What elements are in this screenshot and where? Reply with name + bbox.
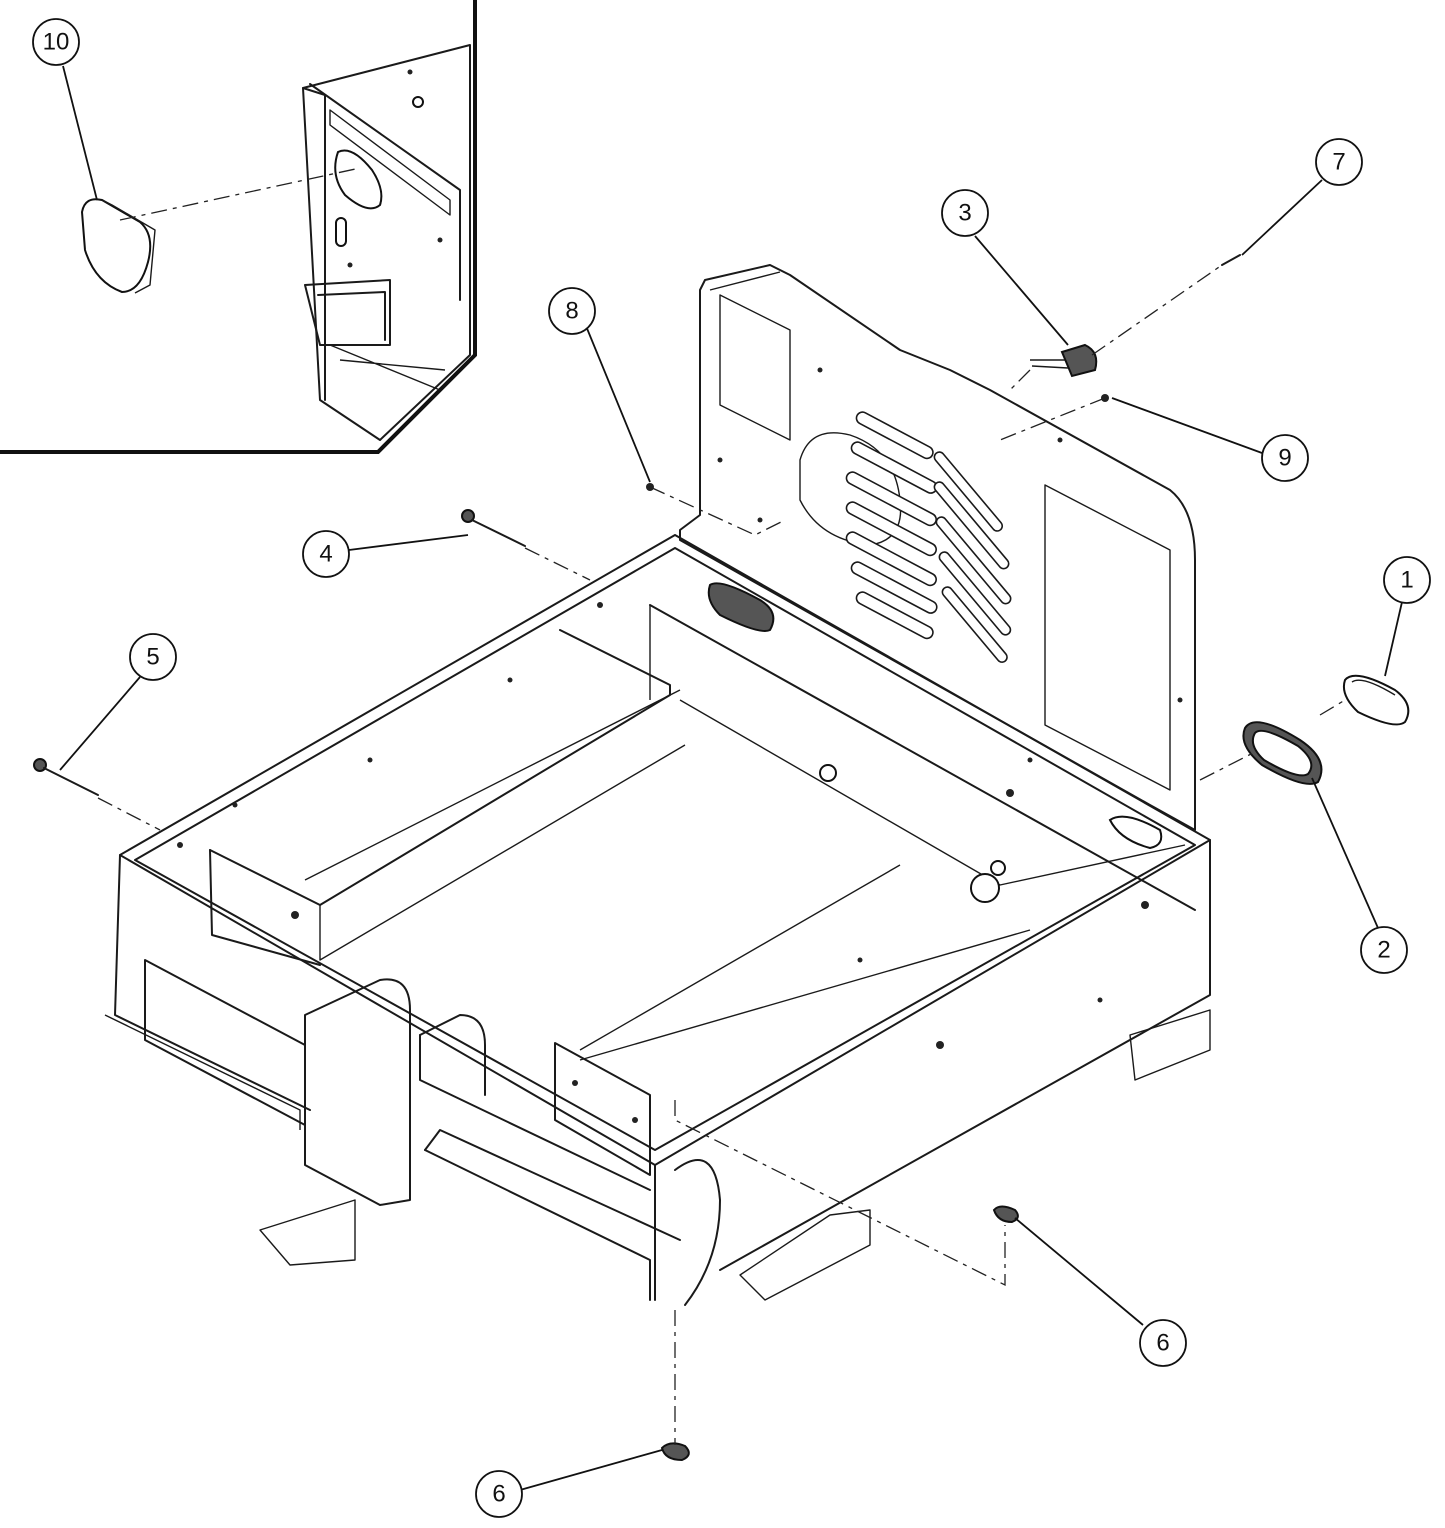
part-1-cover [1342,674,1410,726]
callout-1: 1 [1383,556,1431,604]
leader-lines [59,65,1403,1491]
part-3-sensor [1030,343,1098,378]
rear-panel [679,264,1196,831]
callout-3-label: 3 [958,200,971,227]
louver-slots [845,411,1012,663]
callout-6b-label: 6 [492,1481,505,1508]
callout-10: 10 [32,18,80,66]
callout-5: 5 [129,633,177,681]
callout-1-label: 1 [1400,567,1413,594]
callout-7-label: 7 [1332,149,1345,176]
callout-7: 7 [1315,138,1363,186]
callout-8-label: 8 [565,298,578,325]
callout-6b: 6 [475,1470,523,1518]
callout-2: 2 [1360,926,1408,974]
callout-6a: 6 [1139,1319,1187,1367]
part-6-grommet-a [992,1205,1019,1224]
callout-2-label: 2 [1377,937,1390,964]
callout-4: 4 [302,530,350,578]
base-frame [104,534,1211,1306]
callout-5-label: 5 [146,644,159,671]
part-4-bolt [461,509,526,547]
callout-8: 8 [548,287,596,335]
inset-detail-view [0,0,477,454]
callout-9-label: 9 [1278,445,1291,472]
callout-3: 3 [941,189,989,237]
callout-4-label: 4 [319,541,332,568]
part-2-grommet [1242,721,1323,785]
part-7-screw [1221,254,1241,266]
part-6-grommet-b [660,1442,690,1462]
callout-10-label: 10 [43,29,70,56]
callout-6a-label: 6 [1156,1330,1169,1357]
part-5-bolt [33,758,99,796]
callout-9: 9 [1261,434,1309,482]
assembly-lines [97,264,1346,1445]
